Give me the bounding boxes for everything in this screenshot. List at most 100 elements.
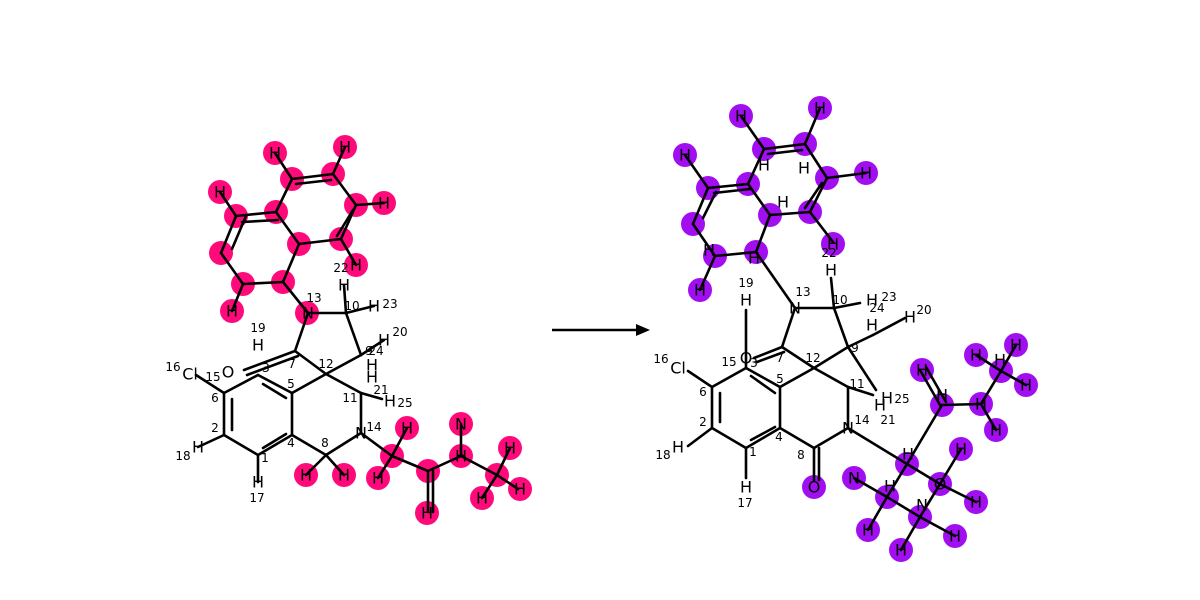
bond	[293, 311, 310, 353]
bond	[344, 304, 376, 315]
bond	[746, 182, 772, 217]
atom-index-label: 2	[211, 421, 219, 435]
atom-label: H	[860, 164, 872, 183]
atom-label: H	[740, 291, 752, 310]
product-highlights	[673, 96, 1038, 562]
atom-index-label: 5	[776, 372, 784, 386]
atom-label: H	[740, 478, 752, 497]
atom-label: H	[338, 276, 350, 295]
atom-label: H	[955, 440, 967, 459]
bond	[846, 385, 875, 397]
atom-label: H	[884, 477, 896, 496]
atom-label: H	[378, 194, 390, 213]
bond	[846, 345, 878, 392]
atom-highlight	[910, 358, 934, 382]
atom-index-label: 12	[318, 357, 333, 371]
atom-label: O	[934, 475, 947, 494]
atom-index-label: 25	[397, 396, 412, 410]
atom-label: H	[874, 396, 886, 415]
bond	[918, 368, 942, 407]
atom-index-label: 4	[287, 436, 295, 450]
bond	[749, 374, 777, 395]
bond	[274, 177, 294, 214]
bond	[256, 373, 294, 395]
atom-label: H	[1020, 376, 1032, 395]
atom-index-label: 8	[321, 436, 329, 450]
atom-index-label: 14	[854, 413, 869, 427]
bond	[754, 250, 797, 310]
atom-label: H	[881, 389, 893, 408]
atom-label: H	[192, 438, 204, 457]
atom-label: H	[970, 346, 982, 365]
atom-index-label: 8	[797, 448, 805, 462]
bond	[832, 301, 862, 310]
atom-label: H	[862, 521, 874, 540]
bond	[359, 391, 384, 401]
bond	[755, 350, 786, 364]
atom-index-label: 18	[175, 449, 190, 463]
bond	[918, 482, 942, 519]
bond	[846, 333, 875, 349]
atom-label: H	[378, 331, 390, 350]
atom-label: H	[936, 386, 948, 405]
atom-label: H	[226, 302, 238, 321]
atom-label: H	[338, 466, 350, 485]
atom-label: H	[895, 541, 907, 560]
bond	[999, 369, 1028, 387]
bond	[762, 142, 807, 151]
bond	[739, 114, 766, 151]
bond	[222, 373, 260, 395]
bond	[245, 354, 300, 377]
atom-highlight	[508, 477, 532, 501]
bond	[194, 373, 226, 395]
atom-index-label: 11	[342, 391, 357, 405]
atom-label: H	[902, 445, 914, 464]
atom-label: Cl	[670, 359, 686, 378]
bond	[376, 454, 394, 480]
atom-highlight	[802, 475, 826, 499]
bond	[219, 251, 245, 286]
atom-index-label: 13	[795, 285, 810, 299]
bond	[905, 462, 942, 486]
atom-index-label: 3	[750, 356, 758, 370]
atom-label: H	[401, 419, 413, 438]
atom-label: H	[514, 480, 526, 499]
bond	[459, 454, 499, 477]
bond	[354, 201, 386, 207]
bond	[495, 446, 512, 477]
atom-label: H	[252, 336, 264, 355]
bond	[852, 476, 889, 499]
bond	[390, 426, 409, 458]
bond	[281, 242, 301, 284]
bond	[832, 306, 850, 349]
bond	[240, 218, 280, 224]
atom-index-label: 14	[366, 420, 381, 434]
atom-index-label: 24	[869, 301, 884, 315]
atom-label: N	[455, 415, 467, 434]
atom-label: N	[789, 299, 801, 318]
bond	[359, 431, 394, 458]
bond	[825, 171, 868, 180]
bond	[331, 172, 358, 207]
atom-label: H	[866, 316, 878, 335]
bond	[885, 462, 909, 499]
atom-label: H	[866, 291, 878, 310]
bond	[940, 402, 983, 407]
bond	[713, 250, 758, 258]
bond	[812, 426, 850, 450]
bond	[222, 433, 260, 457]
atom-label: H	[970, 493, 982, 512]
bond	[866, 495, 889, 532]
atom-index-label: 5	[287, 377, 295, 391]
atom-label: H	[694, 281, 706, 300]
bond	[808, 176, 829, 214]
atom-index-label: 22	[333, 261, 348, 275]
atom-index-label: 18	[655, 448, 670, 462]
reactant-bonds	[194, 145, 520, 514]
bond	[846, 426, 909, 466]
bond	[780, 345, 816, 370]
bond	[426, 454, 463, 473]
atom-label: H	[994, 351, 1006, 370]
bond	[812, 366, 850, 389]
bond	[766, 148, 804, 156]
